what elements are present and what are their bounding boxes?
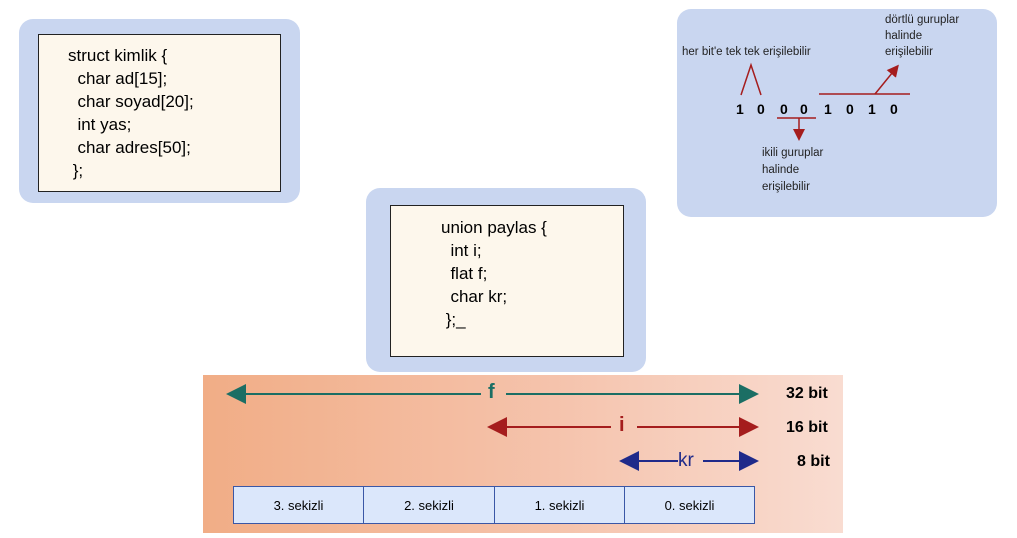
i-label: i	[619, 414, 625, 436]
size-label-8: 8 bit	[797, 453, 830, 470]
union-code-box: union paylas { int i; flat f; char kr; }…	[390, 205, 624, 357]
bit-digit: 1	[736, 101, 744, 117]
byte-cell-3: 3. sekizli	[233, 486, 364, 524]
bit-annotation-lines	[740, 62, 910, 141]
bit-digit: 0	[800, 101, 808, 117]
bit-access-panel: her bit'e tek tek erişilebilir dörtlü gu…	[677, 9, 997, 217]
size-label-16: 16 bit	[786, 419, 828, 436]
bit-digit: 0	[846, 101, 854, 117]
union-line: int i;	[441, 241, 482, 260]
nibble-label-line: halinde	[885, 30, 923, 42]
struct-line: };	[68, 161, 84, 180]
struct-line: char soyad[20];	[68, 92, 194, 111]
bit-digit: 0	[780, 101, 788, 117]
kr-label: kr	[678, 450, 694, 471]
single-bit-label: her bit'e tek tek erişilebilir	[682, 46, 811, 58]
union-line: flat f;	[441, 264, 488, 283]
nibble-pointer-arrow	[874, 64, 899, 95]
nibble-label-line: dörtlü guruplar	[885, 14, 960, 26]
union-line: char kr;	[441, 287, 508, 306]
pair-label-line: halinde	[762, 164, 800, 176]
struct-line: char adres[50];	[68, 138, 191, 157]
pair-label-line: erişilebilir	[762, 181, 810, 193]
pair-label-line: ikili guruplar	[762, 147, 824, 159]
byte-cell-2: 2. sekizli	[363, 486, 495, 524]
f-label: f	[488, 381, 495, 403]
memory-arrows	[226, 384, 759, 471]
memory-layout: f i kr 32 bit 16 bit 8 bit 3. sekizli 2.…	[203, 375, 843, 533]
bit-digit: 0	[757, 101, 765, 117]
struct-line: struct kimlik {	[68, 46, 168, 65]
bit-digit: 1	[824, 101, 832, 117]
single-bit-pointer	[740, 62, 762, 96]
struct-code-box: struct kimlik { char ad[15]; char soyad[…	[38, 34, 281, 192]
byte-cell-1: 1. sekizli	[494, 486, 625, 524]
nibble-label-line: erişilebilir	[885, 46, 933, 58]
union-line: };_	[441, 310, 466, 329]
size-label-32: 32 bit	[786, 385, 828, 402]
bit-digit: 0	[890, 101, 898, 117]
union-line: union paylas {	[441, 218, 547, 237]
struct-line: char ad[15];	[68, 69, 168, 88]
struct-line: int yas;	[68, 115, 132, 134]
byte-cell-0: 0. sekizli	[624, 486, 755, 524]
bit-digit: 1	[868, 101, 876, 117]
